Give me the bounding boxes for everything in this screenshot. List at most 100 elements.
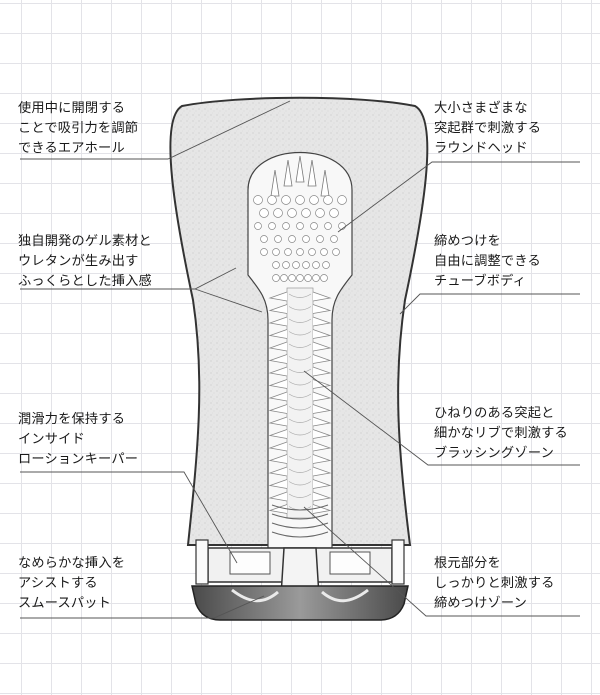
- shaft-twist: [288, 356, 312, 361]
- head-nub: [287, 208, 297, 218]
- callout-line: しっかりと刺激する: [434, 576, 555, 591]
- head-nub: [324, 222, 332, 230]
- head-nub: [272, 248, 280, 256]
- shaft-twist: [288, 293, 312, 298]
- head-nub: [338, 222, 346, 230]
- shaft-rib: [312, 391, 332, 402]
- shaft-rib: [312, 291, 332, 302]
- callout-line: 締めつけゾーン: [434, 596, 528, 611]
- leader-round-head: [337, 161, 580, 233]
- callout-line: 自由に調整できる: [434, 254, 541, 269]
- shaft-rib: [268, 354, 288, 364]
- head-nub: [274, 235, 282, 243]
- shaft-rib: [268, 379, 288, 389]
- head-nub: [302, 235, 310, 243]
- base-swirl: [271, 504, 329, 511]
- base-swirl: [271, 513, 329, 520]
- callout-line: ひねりのある突起と: [434, 406, 555, 421]
- shaft-rib: [312, 416, 332, 427]
- head-nub: [332, 248, 340, 256]
- head-spike: [283, 159, 293, 187]
- keeper-inner-right: [329, 551, 371, 575]
- shaft-rib: [268, 329, 288, 339]
- callout-line: アシストする: [18, 576, 98, 591]
- shaft-rib: [268, 466, 288, 477]
- shaft-rib: [268, 341, 288, 352]
- head-nub: [296, 248, 304, 256]
- callout-line: 独自開発のゲル素材と: [18, 234, 152, 249]
- head-nub: [260, 248, 268, 256]
- head-nub: [280, 274, 288, 282]
- head-nub: [272, 274, 280, 282]
- head-nub: [304, 274, 312, 282]
- leader-lines: [20, 100, 580, 619]
- shaft-rib: [268, 441, 288, 452]
- head-nub: [301, 208, 311, 218]
- brushing-shaft: [268, 287, 332, 538]
- smooth-pad-shape: [231, 588, 369, 603]
- head-nub: [316, 235, 324, 243]
- callout-line: ウレタンが生み出す: [18, 254, 139, 269]
- leader-lotion-keeper: [20, 471, 238, 564]
- shaft-rib: [268, 491, 288, 502]
- leader-base-zone: [303, 506, 580, 617]
- base-swirl: [271, 531, 329, 538]
- head-nub: [282, 222, 290, 230]
- callout-brushing-zone: ひねりのある突起と 細かなリブで刺激する ブラッシングゾーン: [434, 404, 568, 464]
- leader-air-hole: [20, 100, 291, 160]
- callout-smooth-pad: なめらかな挿入を アシストする スムースパット: [18, 554, 125, 614]
- shaft-rib: [268, 404, 288, 414]
- head-nub: [268, 222, 276, 230]
- callout-air-hole: 使用中に開閉する ことで吸引力を調節 できるエアホール: [18, 99, 138, 159]
- callout-line: インサイド: [18, 432, 85, 447]
- leader-brushing-zone: [303, 370, 580, 466]
- callout-gel-material: 独自開発のゲル素材と ウレタンが生み出す ふっくらとした挿入感: [18, 232, 152, 292]
- shaft-rib: [312, 329, 332, 339]
- head-nub: [259, 208, 269, 218]
- head-nub: [296, 222, 304, 230]
- shaft-twist: [288, 393, 312, 398]
- shaft-rib: [268, 304, 288, 314]
- callout-line: できるエアホール: [18, 141, 125, 156]
- shaft-rib: [268, 454, 288, 464]
- head-nub: [323, 195, 333, 205]
- head-nub: [296, 274, 304, 282]
- shaft-twist: [288, 443, 312, 448]
- callout-line: ローションキーパー: [18, 452, 139, 467]
- shaft-core: [286, 287, 314, 519]
- leader-gel-material-2: [194, 288, 263, 313]
- shaft-twist: [288, 368, 312, 373]
- clip-right: [391, 539, 405, 585]
- head-spike: [295, 155, 305, 183]
- callout-line: ラウンドヘッド: [434, 141, 528, 156]
- head-spike: [270, 169, 280, 197]
- head-nub: [260, 235, 268, 243]
- shaft-rib: [312, 316, 332, 327]
- callout-line: ふっくらとした挿入感: [18, 274, 152, 289]
- head-spike: [320, 169, 330, 197]
- shaft-rib: [312, 304, 332, 314]
- clip-left: [195, 539, 209, 585]
- shaft-rib: [312, 404, 332, 414]
- shaft-twist: [288, 456, 312, 461]
- shaft-twist: [288, 418, 312, 423]
- head-nub: [302, 261, 310, 269]
- head-nub: [312, 261, 320, 269]
- shaft-twist: [288, 331, 312, 336]
- callout-tube-body: 締めつけを 自由に調整できる チューブボディ: [434, 232, 541, 292]
- keeper-inner-left: [229, 551, 271, 575]
- head-nub: [284, 248, 292, 256]
- leader-tube-body: [399, 293, 580, 315]
- shaft-rib: [268, 479, 288, 489]
- callout-line: 突起群で刺激する: [434, 121, 542, 136]
- head-nub: [337, 195, 347, 205]
- shaft-twist: [288, 431, 312, 436]
- head-nub: [288, 235, 296, 243]
- callout-line: ブラッシングゾーン: [434, 446, 554, 461]
- shaft-twist: [288, 481, 312, 486]
- callout-line: 使用中に開閉する: [18, 101, 126, 116]
- callout-line: なめらかな挿入を: [18, 556, 126, 571]
- callout-lotion-keeper: 潤滑力を保持する インサイド ローションキーパー: [18, 410, 138, 470]
- head-nub: [288, 274, 296, 282]
- shaft-twist: [288, 306, 312, 311]
